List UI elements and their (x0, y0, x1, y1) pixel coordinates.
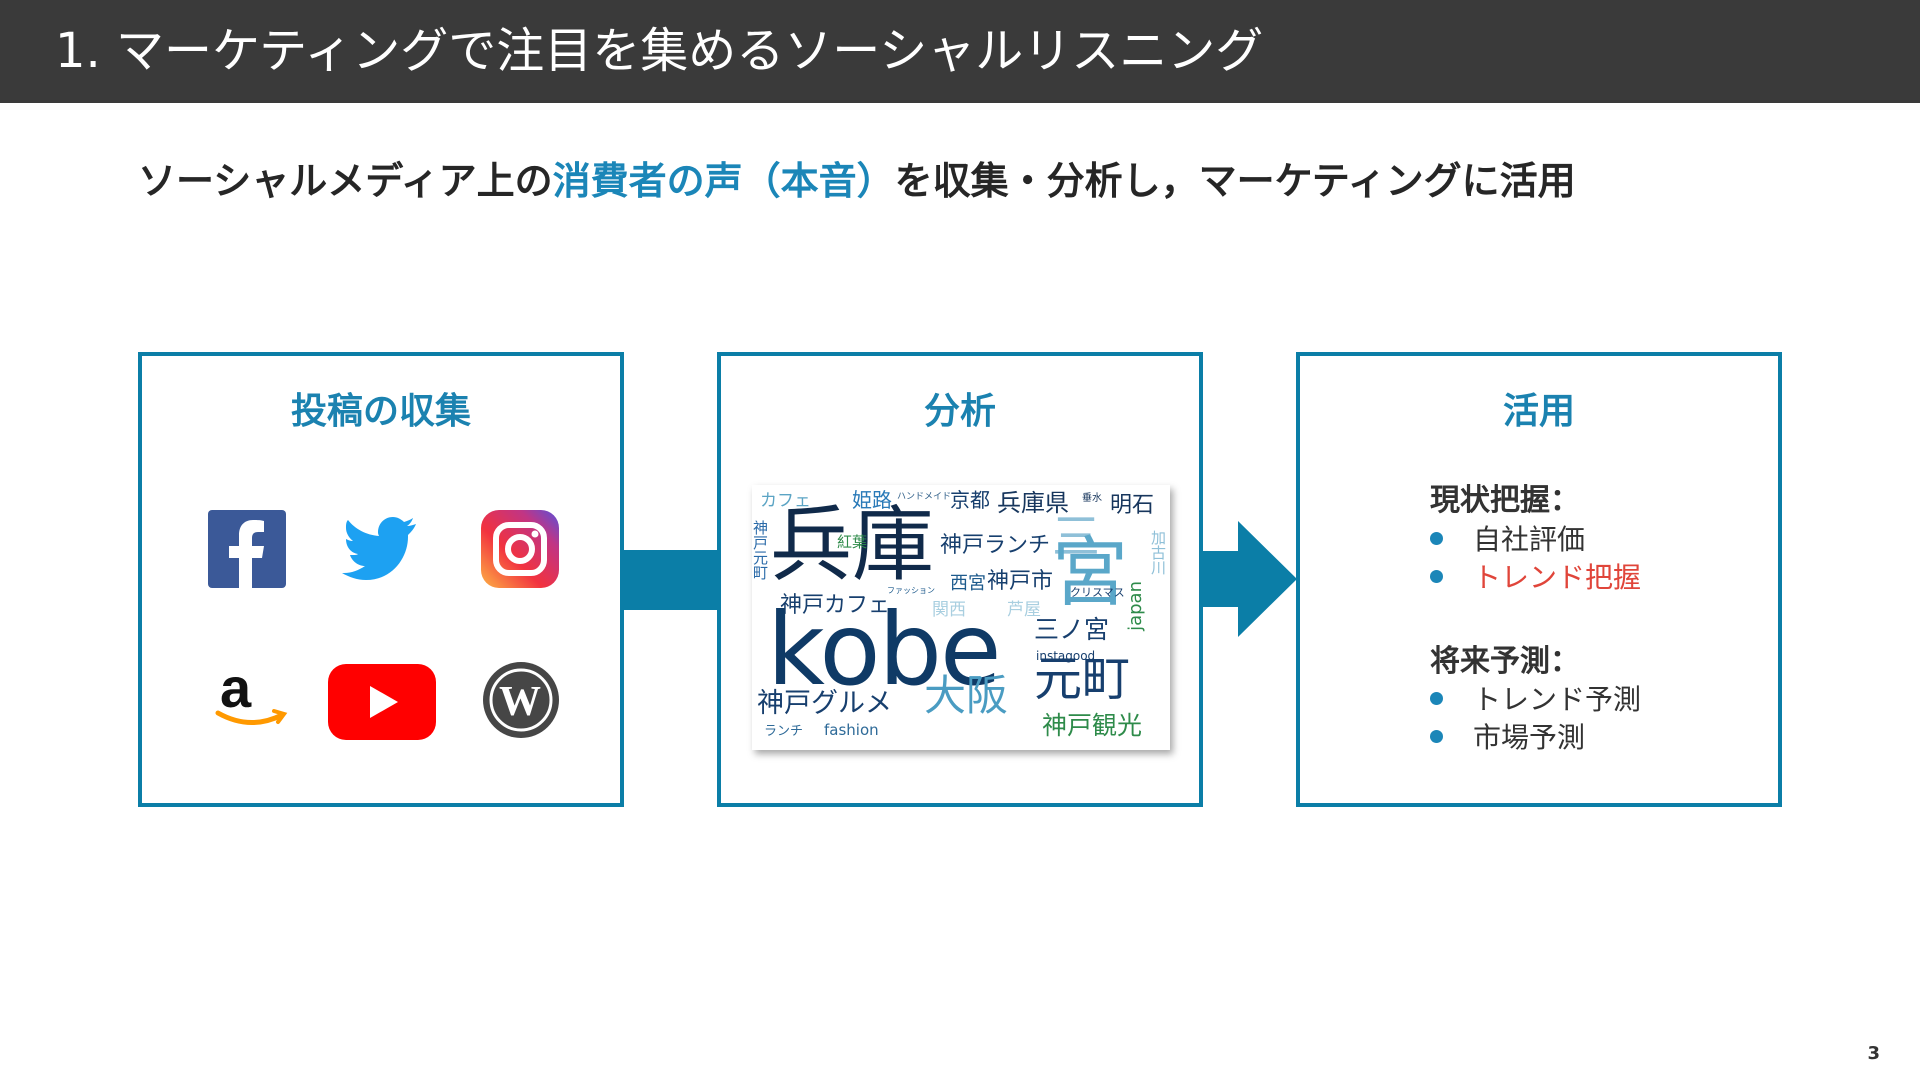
cloud-word: 神戸グルメ (757, 690, 892, 717)
instagram-icon (479, 508, 561, 590)
subtitle-part1: ソーシャルメディア上の (138, 159, 553, 203)
slide-subtitle: ソーシャルメディア上の消費者の声（本音）を収集・分析し，マーケティングに活用 (138, 150, 1576, 205)
bullet-item: トレンド予測 (1430, 678, 1641, 718)
section-heading-future: 将来予測： (1430, 636, 1580, 680)
bullet-label: トレンド把握 (1473, 561, 1641, 594)
cloud-word: 京都 (950, 490, 990, 510)
flow-connector (622, 550, 718, 610)
bullet-item: トレンド把握 (1430, 556, 1641, 596)
cloud-word: 神戸観光 (1042, 713, 1142, 738)
facebook-icon (206, 508, 288, 590)
bullet-dot (1430, 532, 1443, 545)
svg-text:W: W (499, 679, 541, 725)
page-number: 3 (1867, 1043, 1880, 1064)
cloud-word: 大阪 (924, 675, 1008, 717)
use-panel-title: 活用 (1300, 382, 1778, 434)
bullet-dot (1430, 570, 1443, 583)
slide-title: 1. マーケティングで注目を集めるソーシャルリスニング (0, 0, 1920, 103)
section-heading-current: 現状把握： (1430, 475, 1580, 519)
cloud-word: 三ノ宮 (1034, 617, 1109, 642)
cloud-word: 明石 (1110, 495, 1154, 517)
bullet-dot (1430, 692, 1443, 705)
bullet-item: 市場予測 (1430, 716, 1585, 756)
amazon-icon: a (212, 661, 294, 731)
cloud-word: クリスマス (1070, 587, 1125, 598)
cloud-word: 紅葉 (837, 535, 867, 550)
bullet-dot (1430, 730, 1443, 743)
cloud-word: fashion (824, 723, 879, 738)
collect-panel-title: 投稿の収集 (142, 382, 620, 434)
bullet-label: トレンド予測 (1473, 683, 1641, 716)
cloud-word: 宮 (1052, 535, 1128, 611)
subtitle-part2: を収集・分析し，マーケティングに活用 (895, 159, 1576, 203)
bullet-item: 自社評価 (1430, 518, 1585, 558)
cloud-word: ランチ (764, 725, 803, 738)
svg-text:a: a (220, 661, 252, 719)
cloud-word: 神戸ランチ (940, 535, 1050, 557)
cloud-word: japan (1127, 581, 1145, 631)
collect-panel: 投稿の収集 a W (138, 352, 624, 807)
cloud-word: 加古川 (1150, 530, 1165, 575)
twitter-icon (342, 516, 418, 582)
wordpress-icon: W (481, 660, 561, 740)
cloud-word: 神戸市 (987, 571, 1053, 593)
analyze-panel-title: 分析 (721, 382, 1199, 434)
cloud-word: 垂水 (1082, 494, 1102, 504)
subtitle-highlight: 消費者の声（本音） (553, 159, 895, 203)
bullet-label: 自社評価 (1473, 523, 1585, 556)
word-cloud: カフェ 姫路 ハンドメイド 京都 兵庫県 垂水 明石 兵庫 庫 三 宮 神戸ラン… (752, 485, 1170, 750)
cloud-word: 元町 (1034, 655, 1130, 703)
cloud-word: 神戸元町 (752, 520, 767, 580)
flow-arrow (1202, 521, 1297, 637)
bullet-label: 市場予測 (1473, 721, 1585, 754)
youtube-icon (326, 662, 438, 742)
